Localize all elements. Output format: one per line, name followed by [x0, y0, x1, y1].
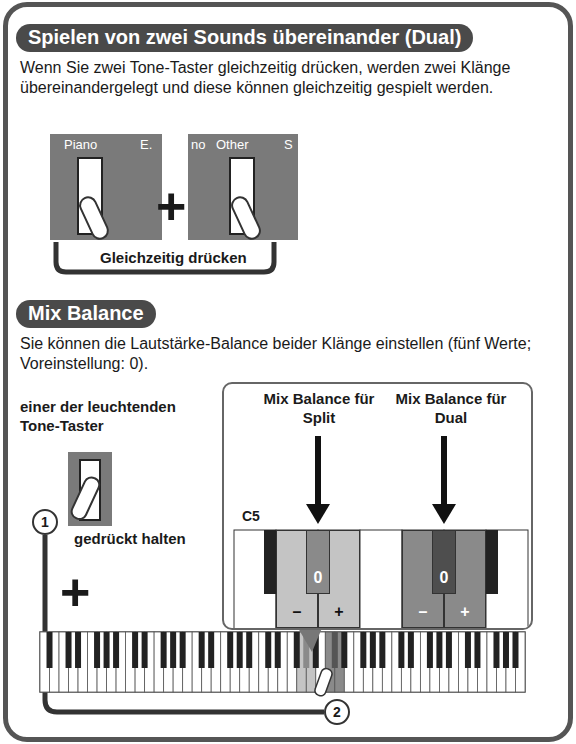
text-label: Other: [216, 137, 249, 153]
black-key: [294, 632, 300, 668]
section-heading: Mix Balance: [16, 300, 156, 328]
text-label: Piano: [64, 137, 97, 153]
finger: [69, 475, 101, 521]
callout-heading: Mix Balance für Split: [260, 390, 378, 428]
black-key: [104, 632, 110, 668]
black-key: [275, 632, 281, 668]
callout-circle: [33, 510, 57, 534]
black-key: [503, 632, 509, 668]
key-label: –: [419, 603, 428, 621]
bracket: [56, 242, 274, 272]
black-key: [227, 632, 233, 668]
black-key: [142, 632, 148, 668]
white-key: [360, 530, 402, 628]
tone-panel: [68, 452, 112, 526]
zoom-pointer: [298, 628, 322, 652]
key-label: 0: [314, 569, 323, 587]
keyboard: [40, 632, 525, 692]
black-key: [370, 632, 376, 668]
finger: [229, 195, 262, 242]
text-label: E.: [140, 137, 152, 153]
text-label: einer der leuchtenden Tone-Taster: [20, 398, 210, 436]
black-key: [199, 632, 205, 668]
black-key: [170, 632, 176, 668]
key-label: –: [293, 603, 302, 621]
black-key: [493, 632, 499, 668]
black-key: [94, 632, 100, 668]
arrow-head: [432, 504, 456, 524]
black-key: [341, 632, 347, 668]
key-label: 0: [440, 569, 449, 587]
text-label: S: [284, 137, 293, 153]
black-key: [180, 632, 186, 668]
black-key: [512, 632, 518, 668]
text-label: gedrückt halten: [74, 530, 186, 549]
finger: [77, 195, 110, 242]
note-label: C5: [242, 508, 282, 526]
arrow-shaft: [441, 436, 447, 508]
black-key: [360, 632, 366, 668]
text-label: Wenn Sie zwei Tone-Taster gleichzeitig d…: [20, 58, 550, 98]
key-label: +: [460, 603, 469, 621]
callout-number: 1: [33, 512, 57, 532]
finger: [314, 667, 334, 697]
black-key: [408, 632, 414, 668]
plus-sign: +: [60, 566, 90, 618]
heading-text: Spielen von zwei Sounds übereinander (Du…: [28, 26, 461, 48]
section-heading: Spielen von zwei Sounds übereinander (Du…: [16, 24, 473, 52]
black-key: [474, 632, 480, 668]
black-key: [113, 632, 119, 668]
black-key: [398, 632, 404, 668]
text-label: Sie können die Lautstärke-Balance beider…: [20, 334, 550, 374]
callout-number: 2: [325, 702, 349, 722]
text-label: no: [191, 137, 205, 153]
callout-circle: [325, 700, 349, 724]
black-key: [161, 632, 167, 668]
key-label: +: [334, 603, 343, 621]
callout-heading: Mix Balance für Dual: [392, 390, 510, 428]
black-key: [132, 632, 138, 668]
black-key: [465, 632, 471, 668]
black-key: [47, 632, 53, 668]
black-key: [66, 632, 72, 668]
black-key: [436, 632, 442, 668]
black-key: 0: [432, 530, 456, 594]
black-key: [265, 632, 271, 668]
arrow-head: [306, 504, 330, 524]
text-label: Gleichzeitig drücken: [96, 249, 251, 268]
black-key: [379, 632, 385, 668]
arrow-shaft: [315, 436, 321, 508]
zoom-callout: Mix Balance für Split Mix Balance für Dua…: [222, 382, 533, 630]
black-key: 0: [306, 530, 330, 594]
black-key: [208, 632, 214, 668]
black-key: [237, 632, 243, 668]
black-key: [246, 632, 252, 668]
black-key: [427, 632, 433, 668]
plus-sign: +: [156, 180, 186, 232]
black-key: [75, 632, 81, 668]
black-key: [446, 632, 452, 668]
black-key: [332, 632, 338, 668]
keyboard-keys: [40, 632, 525, 692]
heading-text: Mix Balance: [28, 302, 144, 324]
